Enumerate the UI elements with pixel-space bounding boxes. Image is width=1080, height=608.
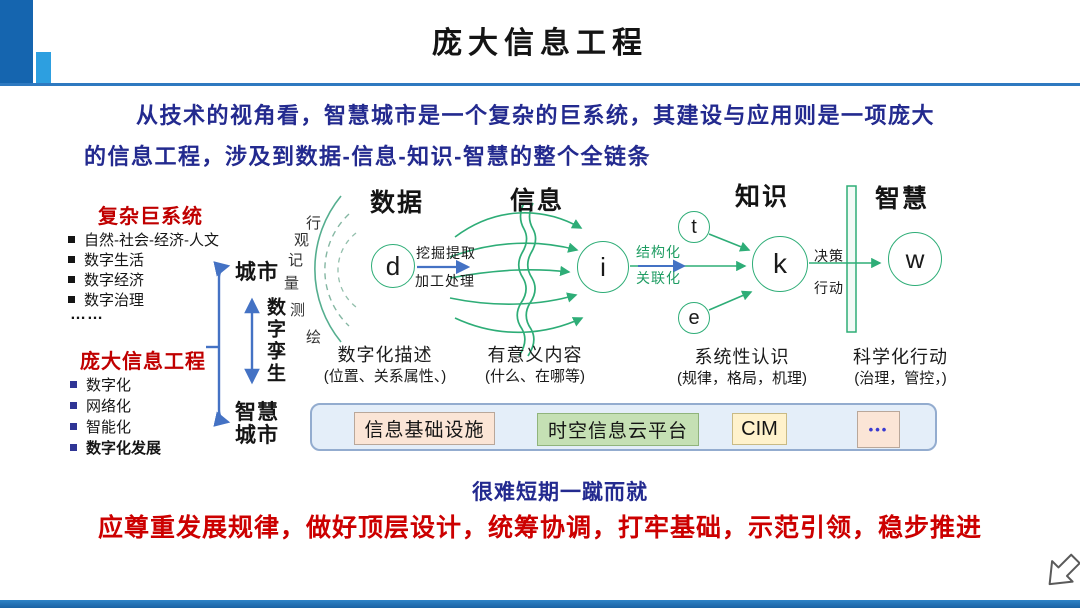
header-dark-block — [0, 0, 33, 85]
edge-label-structuring: 结构化 — [636, 244, 681, 260]
node-w: w — [888, 232, 942, 286]
list-item-label: 数字化 — [86, 377, 132, 394]
edge-label-processing: 加工处理 — [415, 273, 475, 289]
list-item-label: 自然-社会-经济-人文 — [84, 232, 219, 249]
column-header-data: 数据 — [369, 189, 424, 217]
platform-box-more: ••• — [857, 411, 900, 448]
list-item: 自然-社会-经济-人文 — [68, 229, 219, 250]
city-label: 城市 — [235, 261, 279, 284]
column-header-information: 信息 — [509, 187, 564, 215]
column-header-knowledge: 知识 — [734, 183, 789, 211]
edge-label-mining: 挖掘提取 — [416, 245, 476, 261]
info-membrane-wavy — [516, 202, 537, 357]
bullet-square-icon — [70, 381, 77, 388]
caption-title: 科学化行动 — [853, 347, 948, 367]
header-separator-line — [0, 83, 1080, 86]
observe-char: 测 — [290, 302, 306, 319]
platform-box-spatiotemporal-cloud: 时空信息云平台 — [537, 413, 699, 446]
intro-line-2: 的信息工程，涉及到数据-信息-知识-智慧的整个全链条 — [84, 144, 651, 169]
bullet-square-icon — [68, 256, 75, 263]
list-item-label: 数字生活 — [84, 252, 145, 269]
edge-label-decision: 决策 — [814, 248, 844, 264]
caption-sub: (治理，管控，) — [854, 370, 947, 387]
node-i: i — [577, 241, 629, 293]
intro-line-1: 从技术的视角看，智慧城市是一个复杂的巨系统，其建设与应用则是一项庞大 — [136, 103, 936, 128]
bullet-square-icon — [70, 402, 77, 409]
caption-wisdom: 科学化行动 (治理，管控，) — [808, 346, 993, 390]
node-k: k — [752, 236, 808, 292]
observe-char: 观 — [294, 232, 310, 249]
city-bracket — [206, 261, 231, 427]
platform-box-info-infrastructure: 信息基础设施 — [354, 412, 495, 445]
list-item: 数字经济 — [68, 269, 144, 290]
caption-knowledge: 系统性认识 (规律，格局，机理) — [647, 346, 837, 390]
observation-arcs — [314, 195, 357, 343]
list-item: 智能化 — [70, 416, 131, 437]
d-to-i-arrows — [449, 212, 584, 334]
bottom-accent-bar — [0, 600, 1080, 608]
cursor-arrow-icon — [1048, 553, 1080, 586]
footer-slogan: 应尊重发展规律，做好顶层设计，统筹协调，打牢基础，示范引领，稳步推进 — [97, 514, 982, 542]
observe-char: 绘 — [306, 329, 322, 346]
caption-title: 数字化描述 — [337, 345, 433, 365]
smart-city-line1: 智慧 — [235, 401, 279, 424]
observe-char: 记 — [288, 252, 304, 269]
digital-twin-label: 数字孪生 — [264, 297, 285, 385]
bullet-square-icon — [68, 296, 75, 303]
t-to-k-arrow — [708, 233, 751, 252]
column-header-wisdom: 智慧 — [874, 185, 929, 213]
list-item: 数字化 — [70, 374, 131, 395]
ellipsis-label: …… — [70, 306, 104, 323]
caption-title: 有意义内容 — [487, 345, 583, 365]
edge-label-action: 行动 — [814, 280, 844, 296]
footer-note: 很难短期一蹴而就 — [472, 481, 648, 504]
caption-sub: (什么、在哪等) — [485, 368, 585, 385]
list-item: 数字化发展 — [70, 437, 161, 458]
list-item: 网络化 — [70, 395, 131, 416]
bullet-square-icon — [68, 276, 75, 283]
observe-char: 行 — [306, 215, 322, 232]
node-t: t — [678, 211, 710, 243]
list-item-label: 数字治理 — [84, 292, 145, 309]
bullet-square-icon — [70, 423, 77, 430]
smart-city-line2: 城市 — [235, 424, 279, 447]
caption-sub: (规律，格局，机理) — [677, 370, 807, 387]
list-item-label: 数字化发展 — [86, 440, 162, 457]
platform-box-cim: CIM — [732, 413, 787, 445]
info-project-title: 庞大信息工程 — [80, 351, 206, 373]
observe-char: 量 — [284, 275, 300, 292]
list-item-label: 数字经济 — [84, 272, 145, 289]
node-e: e — [678, 302, 710, 334]
bullet-square-icon — [70, 444, 77, 451]
page-title: 庞大信息工程 — [432, 27, 648, 60]
edge-label-linking: 关联化 — [636, 270, 681, 286]
caption-data: 数字化描述 (位置、关系属性、) — [300, 344, 470, 388]
caption-title: 系统性认识 — [694, 347, 790, 367]
header-light-block — [36, 52, 51, 85]
intro-paragraph: 从技术的视角看，智慧城市是一个复杂的巨系统，其建设与应用则是一项庞大 的信息工程… — [84, 95, 1019, 177]
platform-container: 信息基础设施 时空信息云平台 CIM ••• — [310, 403, 937, 451]
bullet-square-icon — [68, 236, 75, 243]
caption-sub: (位置、关系属性、) — [323, 368, 447, 385]
list-item: 数字生活 — [68, 249, 144, 270]
smart-city-label: 智慧 城市 — [235, 401, 287, 447]
wisdom-membrane-bar — [846, 185, 857, 333]
list-item-label: 网络化 — [86, 398, 132, 415]
list-item-label: 智能化 — [86, 419, 132, 436]
e-to-k-arrow — [708, 290, 753, 311]
node-d: d — [371, 244, 415, 288]
caption-information: 有意义内容 (什么、在哪等) — [450, 344, 620, 388]
list-item: 数字治理 — [68, 289, 144, 310]
complex-system-title: 复杂巨系统 — [98, 206, 203, 228]
